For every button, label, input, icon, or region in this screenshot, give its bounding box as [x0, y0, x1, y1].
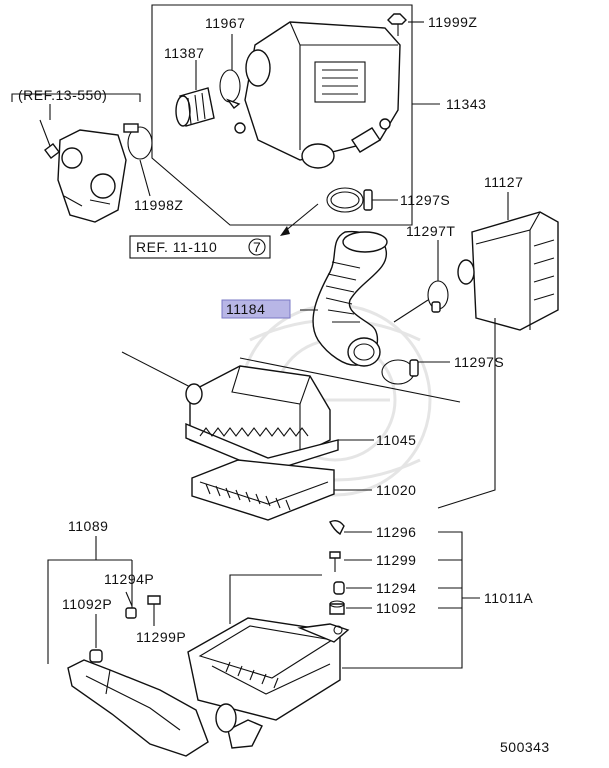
clamp-11297t[interactable]: [393, 240, 449, 323]
label-ref-13-550: (REF.13-550): [18, 87, 107, 103]
throttle-body-ref: [11, 93, 141, 223]
label-11299: 11299: [376, 552, 416, 568]
label-11184: 11184: [226, 301, 265, 317]
label-11299p: 11299P: [136, 629, 186, 645]
label-11045: 11045: [376, 432, 416, 448]
label-11999z: 11999Z: [428, 14, 477, 30]
highlight-11184: [221, 299, 291, 319]
label-11387: 11387: [164, 45, 204, 61]
label-11020: 11020: [376, 482, 416, 498]
hose-11387[interactable]: [175, 60, 215, 127]
label-11089: 11089: [68, 518, 108, 534]
nut-11092[interactable]: [329, 600, 372, 615]
leader-11011a-bracket: [342, 531, 480, 669]
label-11294: 11294: [376, 580, 416, 596]
label-11092p: 11092P: [62, 596, 112, 612]
label-ref-11-110: REF. 11-110: [136, 239, 217, 255]
ref-11-110-callout: [129, 203, 319, 259]
grommet-11092p[interactable]: [89, 614, 103, 663]
clamp-11998z[interactable]: [123, 123, 153, 197]
label-11297s-top: 11297S: [400, 192, 450, 208]
air-cleaner-cover-11045[interactable]: [121, 351, 461, 473]
clamp-11297s-top[interactable]: [326, 187, 398, 213]
label-11092: 11092: [376, 600, 416, 616]
bolt-11299p[interactable]: [147, 595, 161, 626]
diagram-number: 500343: [500, 739, 550, 755]
bolt-11999z[interactable]: [387, 13, 424, 36]
clamp-11297s-mid[interactable]: [381, 359, 450, 385]
grommet-11294p[interactable]: [125, 591, 137, 619]
label-11297t: 11297T: [406, 223, 455, 239]
label-11011a: 11011A: [484, 590, 533, 606]
label-ref-11-110-num: 7: [253, 239, 261, 255]
bolt-11299[interactable]: [329, 551, 372, 572]
label-11296: 11296: [376, 524, 416, 540]
leader-11297s-11020: [437, 318, 496, 509]
label-11294p: 11294P: [104, 571, 154, 587]
label-11127: 11127: [484, 174, 523, 190]
air-cleaner-case-11011a[interactable]: [187, 574, 350, 749]
intake-resonator[interactable]: [234, 21, 401, 169]
label-11343: 11343: [446, 96, 486, 112]
label-11998z: 11998Z: [134, 197, 183, 213]
grommet-11294[interactable]: [333, 581, 372, 595]
resonator-11127[interactable]: [457, 192, 559, 331]
intake-housing-group: [151, 4, 440, 226]
air-duct-11089[interactable]: [47, 536, 209, 757]
label-11967: 11967: [205, 15, 245, 31]
air-intake-hose-11184[interactable]: [300, 230, 388, 367]
air-filter-element-11020[interactable]: [191, 459, 372, 521]
label-11297s-mid: 11297S: [454, 354, 504, 370]
clamp-11967[interactable]: [219, 34, 241, 109]
clip-11296[interactable]: [329, 519, 372, 536]
